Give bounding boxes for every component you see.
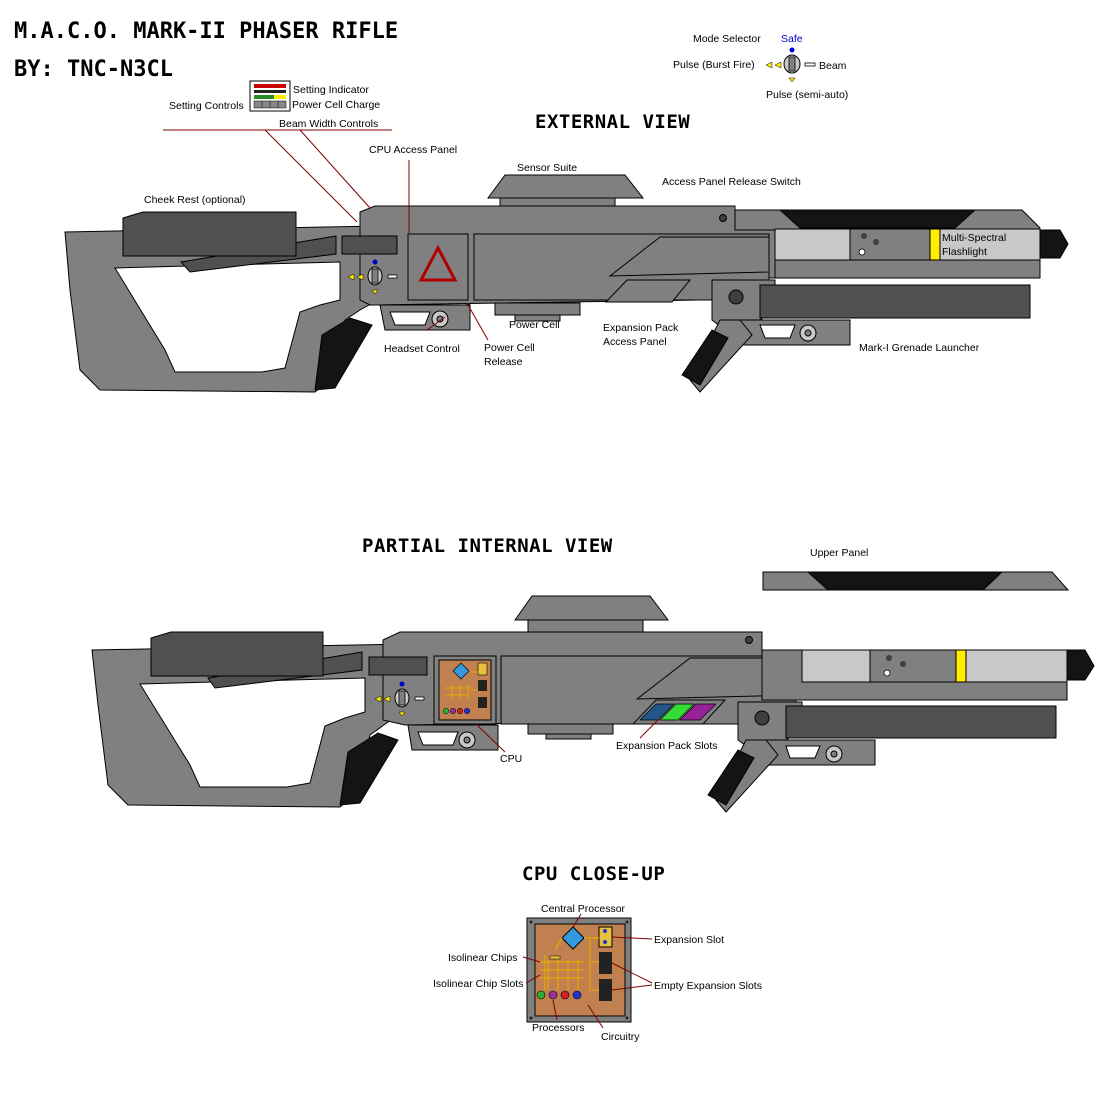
flashlight-label-line1: Multi-Spectral: [942, 232, 1006, 244]
external-view-heading: EXTERNAL VIEW: [535, 111, 690, 133]
grenade-launcher-label: Mark-I Grenade Launcher: [859, 342, 980, 354]
power-cell-charge-label: Power Cell Charge: [292, 99, 380, 111]
cpu-closeup-board: [522, 913, 653, 1029]
power-cell-label: Power Cell: [509, 319, 560, 331]
cpu-closeup-heading: CPU CLOSE-UP: [522, 863, 665, 885]
burst-label: Pulse (Burst Fire): [673, 59, 755, 71]
central-processor-label: Central Processor: [541, 903, 626, 915]
circuitry-label: Circuitry: [601, 1031, 640, 1043]
empty-slot-icon: [599, 979, 612, 1001]
empty-expansion-slots-label: Empty Expansion Slots: [654, 980, 762, 992]
external-rifle: [64, 129, 1069, 393]
setting-controls-label: Setting Controls: [169, 100, 244, 112]
upper-panel-label: Upper Panel: [810, 547, 868, 559]
expansion-pack-label-line2: Access Panel: [603, 336, 667, 348]
cheek-rest-label: Cheek Rest (optional): [144, 194, 246, 206]
processor-icon: [536, 990, 546, 1000]
internal-rifle: [91, 595, 1095, 813]
semi-dot-icon: [788, 77, 796, 83]
empty-slot-icon: [599, 952, 612, 974]
processor-icon: [572, 990, 582, 1000]
central-processor-icon: [561, 926, 585, 950]
warning-triangle-icon: [418, 244, 458, 282]
author-credit: BY: TNC-N3CL: [14, 57, 173, 82]
mode-selector-legend: Mode Selector Safe Pulse (Burst Fire) Be…: [673, 33, 848, 101]
isolinear-chips-label: Isolinear Chips: [448, 952, 517, 964]
semi-label: Pulse (semi-auto): [766, 89, 848, 101]
access-panel-release-label: Access Panel Release Switch: [662, 176, 801, 188]
sensor-suite-label: Sensor Suite: [517, 162, 577, 174]
power-cell-release-label-line2: Release: [484, 356, 523, 368]
beam-bar-icon: [804, 62, 816, 67]
processor-icon: [560, 990, 570, 1000]
expansion-slot-label: Expansion Slot: [654, 934, 724, 946]
burst-arrows-icon: [765, 61, 782, 69]
setting-indicator-label: Setting Indicator: [293, 84, 369, 96]
diagram-title: M.A.C.O. MARK-II PHASER RIFLE: [14, 19, 398, 44]
power-cell-release-label-line1: Power Cell: [484, 342, 535, 354]
beam-width-controls-label: Beam Width Controls: [279, 118, 378, 130]
expansion-pack-slots-label: Expansion Pack Slots: [616, 740, 718, 752]
expansion-pack-label-line1: Expansion Pack: [603, 322, 679, 334]
cpu-label: CPU: [500, 753, 522, 765]
upper-panel: [762, 571, 1070, 591]
setting-indicator-legend: Setting Indicator Power Cell Charge Sett…: [169, 80, 380, 130]
internal-view-heading: PARTIAL INTERNAL VIEW: [362, 535, 613, 557]
processor-icon: [548, 990, 558, 1000]
cpu-access-panel-label: CPU Access Panel: [369, 144, 457, 156]
processors-label: Processors: [532, 1022, 585, 1034]
flashlight-label-line2: Flashlight: [942, 246, 987, 258]
safe-dot-icon: [789, 47, 795, 53]
mode-selector-label: Mode Selector: [693, 33, 761, 45]
safe-label: Safe: [781, 33, 803, 45]
beam-label: Beam: [819, 60, 847, 72]
headset-control-label: Headset Control: [384, 343, 460, 355]
isolinear-chip-slots-label: Isolinear Chip Slots: [433, 978, 523, 990]
